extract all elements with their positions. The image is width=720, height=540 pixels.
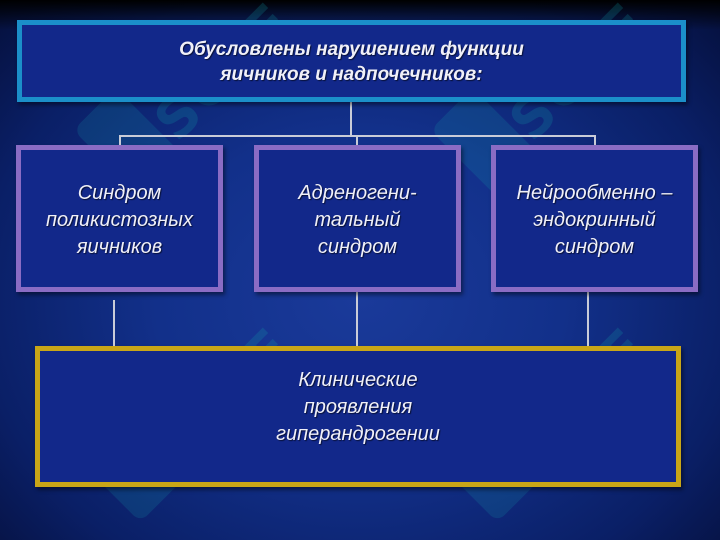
title-text: Обусловлены нарушением функции яичников … <box>179 39 524 85</box>
syndrome-label: Адреногени- тальный синдром <box>298 182 417 258</box>
connector-center-down <box>356 135 358 145</box>
syndrome-label: Синдром поликистозных яичников <box>45 182 193 258</box>
title-box: Обусловлены нарушением функции яичников … <box>17 20 686 102</box>
syndrome-label: Нейрообменно – эндокринный синдром <box>516 182 673 258</box>
syndrome-box-adrenogenital: Адреногени- тальный синдром <box>254 145 461 292</box>
connector-left-down <box>119 135 121 145</box>
result-box-hyperandrogenism: Клинические проявления гиперандрогении <box>35 346 681 487</box>
result-label: Клинические проявления гиперандрогении <box>276 369 440 445</box>
connector-left-to-result <box>113 300 115 346</box>
connector-right-to-result <box>587 292 589 346</box>
connector-right-down <box>594 135 596 145</box>
syndrome-box-polycystic-ovary: Синдром поликистозных яичников <box>16 145 223 292</box>
connector-title-down <box>350 102 352 136</box>
syndrome-box-neuroendocrine: Нейрообменно – эндокринный синдром <box>491 145 698 292</box>
connector-center-to-result <box>356 292 358 346</box>
